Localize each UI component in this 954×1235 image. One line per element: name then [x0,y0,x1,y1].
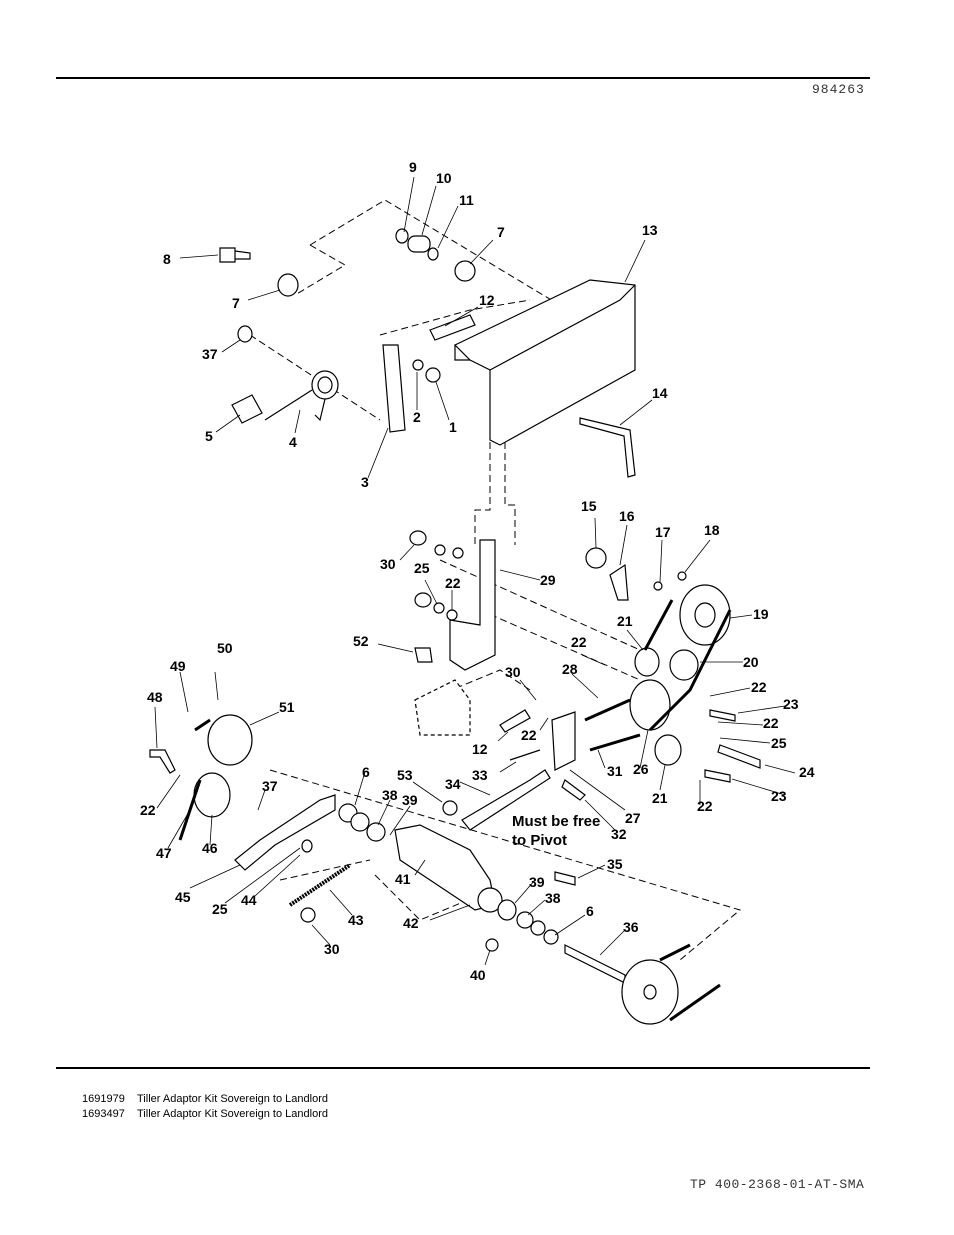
doc-number: 984263 [812,82,865,97]
callout: 37 [262,778,278,794]
callout: 30 [505,664,521,680]
kit-line: 1691979 Tiller Adaptor Kit Sovereign to L… [82,1093,328,1105]
callout: 44 [241,892,257,908]
callout: 5 [205,428,213,444]
callout: 46 [202,840,218,856]
callout: 25 [414,560,430,576]
callout: 9 [409,159,417,175]
callout: 23 [771,788,787,804]
callout: 25 [771,735,787,751]
callout: 43 [348,912,364,928]
callout: 29 [540,572,556,588]
callout: 17 [655,524,671,540]
callout: 45 [175,889,191,905]
callout: 4 [289,434,297,450]
callout: 33 [472,767,488,783]
callout: 13 [642,222,658,238]
bottom-rule [56,1067,870,1069]
callout: 18 [704,522,720,538]
callout: 38 [545,890,561,906]
kit-line: 1693497 Tiller Adaptor Kit Sovereign to L… [82,1108,328,1120]
callout: 21 [652,790,668,806]
callout: 26 [633,761,649,777]
kit-part-number: 1693497 [82,1108,125,1120]
callout: 6 [362,764,370,780]
callout: 39 [529,874,545,890]
callout: 22 [521,727,537,743]
callout: 30 [380,556,396,572]
callout: 22 [763,715,779,731]
callout: 37 [202,346,218,362]
callout: 10 [436,170,452,186]
callout: 40 [470,967,486,983]
callout: 41 [395,871,411,887]
callout: 15 [581,498,597,514]
callout: 22 [445,575,461,591]
callout: 35 [607,856,623,872]
callout: 8 [163,251,171,267]
callout: 53 [397,767,413,783]
callout: 2 [413,409,421,425]
callout: 24 [799,764,815,780]
callout: 22 [140,802,156,818]
callout: 49 [170,658,186,674]
pivot-note-line1: Must be free [512,813,600,830]
kit-description: Tiller Adaptor Kit Sovereign to Landlord [137,1093,328,1105]
callout: 48 [147,689,163,705]
callout: 22 [571,634,587,650]
callout: 31 [607,763,623,779]
callout: 28 [562,661,578,677]
callout: 11 [459,192,474,208]
callout: 16 [619,508,635,524]
top-rule [56,77,870,79]
callout: 21 [617,613,633,629]
callout: 12 [479,292,495,308]
callout: 50 [217,640,233,656]
callout: 1 [449,419,457,435]
kit-description: Tiller Adaptor Kit Sovereign to Landlord [137,1108,328,1120]
callout: 7 [497,224,505,240]
callout: 30 [324,941,340,957]
callout: 22 [697,798,713,814]
footer-doc-ref: TP 400-2368-01-AT-SMA [690,1177,865,1192]
callout: 39 [402,792,418,808]
callout: 27 [625,810,641,826]
pivot-note-line2: to Pivot [512,832,567,849]
callout: 22 [751,679,767,695]
callout: 34 [445,776,461,792]
callout: 7 [232,295,240,311]
callout: 19 [753,606,769,622]
callout: 32 [611,826,627,842]
callout: 12 [472,741,488,757]
callout: 6 [586,903,594,919]
callout: 25 [212,901,228,917]
callout: 51 [279,699,295,715]
callout: 36 [623,919,639,935]
callout: 3 [361,474,369,490]
callout: 38 [382,787,398,803]
callout: 47 [156,845,172,861]
kit-part-number: 1691979 [82,1093,125,1105]
callout: 20 [743,654,759,670]
callout: 23 [783,696,799,712]
callout: 42 [403,915,419,931]
callout: 52 [353,633,369,649]
callout: 14 [652,385,668,401]
